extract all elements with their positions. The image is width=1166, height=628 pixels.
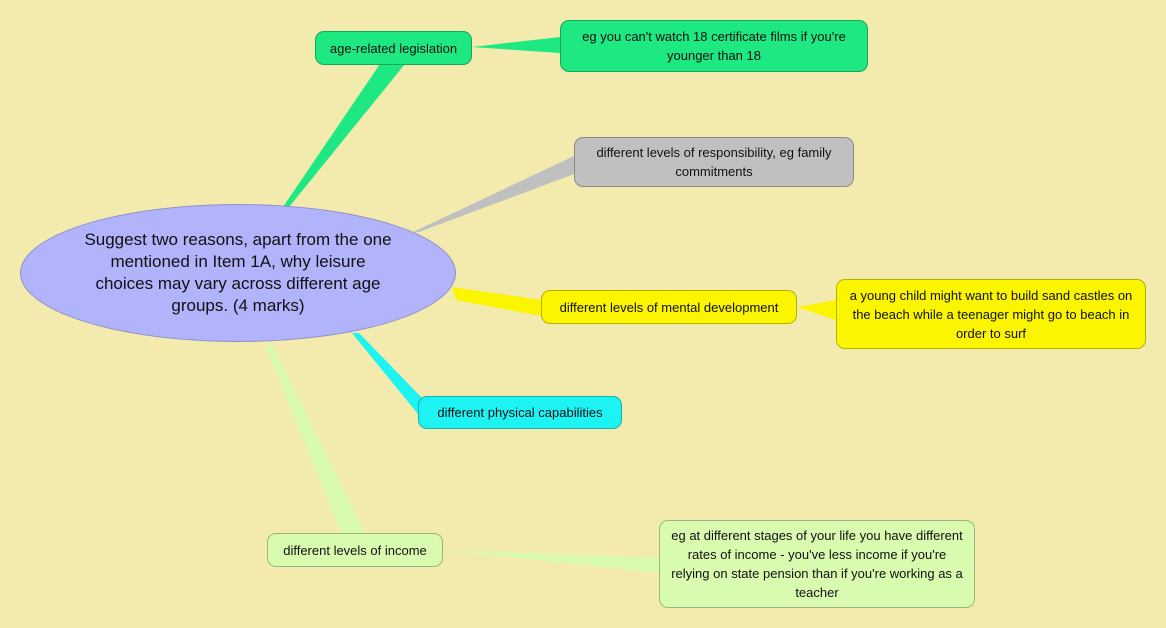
node-label: a young child might want to build sand c…	[849, 287, 1133, 341]
connector-physical	[352, 333, 422, 414]
connector-legislation	[283, 64, 405, 207]
node-label: different levels of mental development	[559, 299, 779, 315]
node-mental-development[interactable]: different levels of mental development	[541, 290, 797, 324]
node-label: different physical capabilities	[437, 405, 603, 420]
node-income[interactable]: different levels of income	[267, 533, 443, 567]
node-income-detail[interactable]: eg at different stages of your life you …	[659, 520, 975, 608]
connector-income-detail	[442, 550, 659, 573]
connector-responsibility	[411, 156, 574, 233]
central-topic[interactable]: Suggest two reasons, apart from the one …	[20, 204, 456, 342]
node-label: age-related legislation	[329, 40, 458, 56]
node-mental-development-detail[interactable]: a young child might want to build sand c…	[836, 279, 1146, 349]
node-label: eg you can't watch 18 certificate films …	[582, 29, 846, 63]
connector-mental	[452, 287, 541, 316]
node-age-legislation[interactable]: age-related legislation	[315, 31, 472, 65]
node-physical-capabilities[interactable]: different physical capabilities	[418, 396, 622, 429]
node-label: eg at different stages of your life you …	[671, 528, 963, 600]
central-topic-text: Suggest two reasons, apart from the one …	[84, 230, 392, 315]
node-label: different levels of responsibility, eg f…	[596, 145, 832, 179]
node-responsibility[interactable]: different levels of responsibility, eg f…	[574, 137, 854, 187]
connector-mental-detail	[797, 300, 836, 320]
connector-income	[265, 345, 365, 533]
connector-legislation-detail	[472, 37, 560, 53]
node-age-legislation-detail[interactable]: eg you can't watch 18 certificate films …	[560, 20, 868, 72]
node-label: different levels of income	[283, 542, 427, 558]
